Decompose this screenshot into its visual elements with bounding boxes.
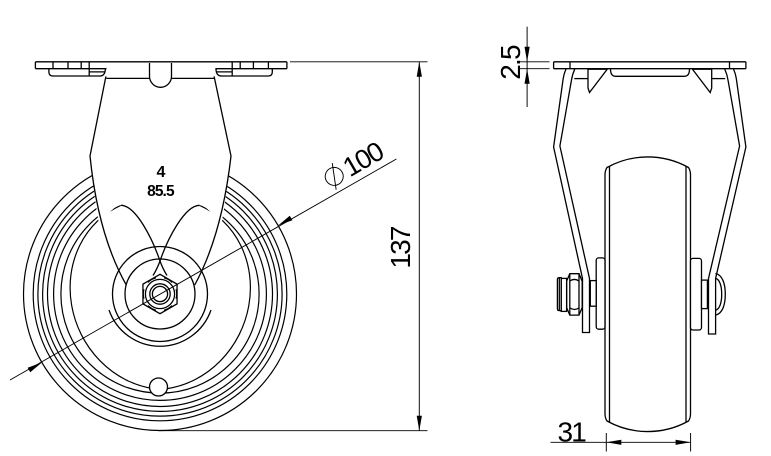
svg-text:2.5: 2.5 bbox=[495, 45, 526, 80]
svg-text:4: 4 bbox=[157, 164, 166, 181]
svg-text:85.5: 85.5 bbox=[147, 183, 175, 200]
svg-text:137: 137 bbox=[385, 226, 416, 269]
svg-text:31: 31 bbox=[558, 416, 587, 447]
